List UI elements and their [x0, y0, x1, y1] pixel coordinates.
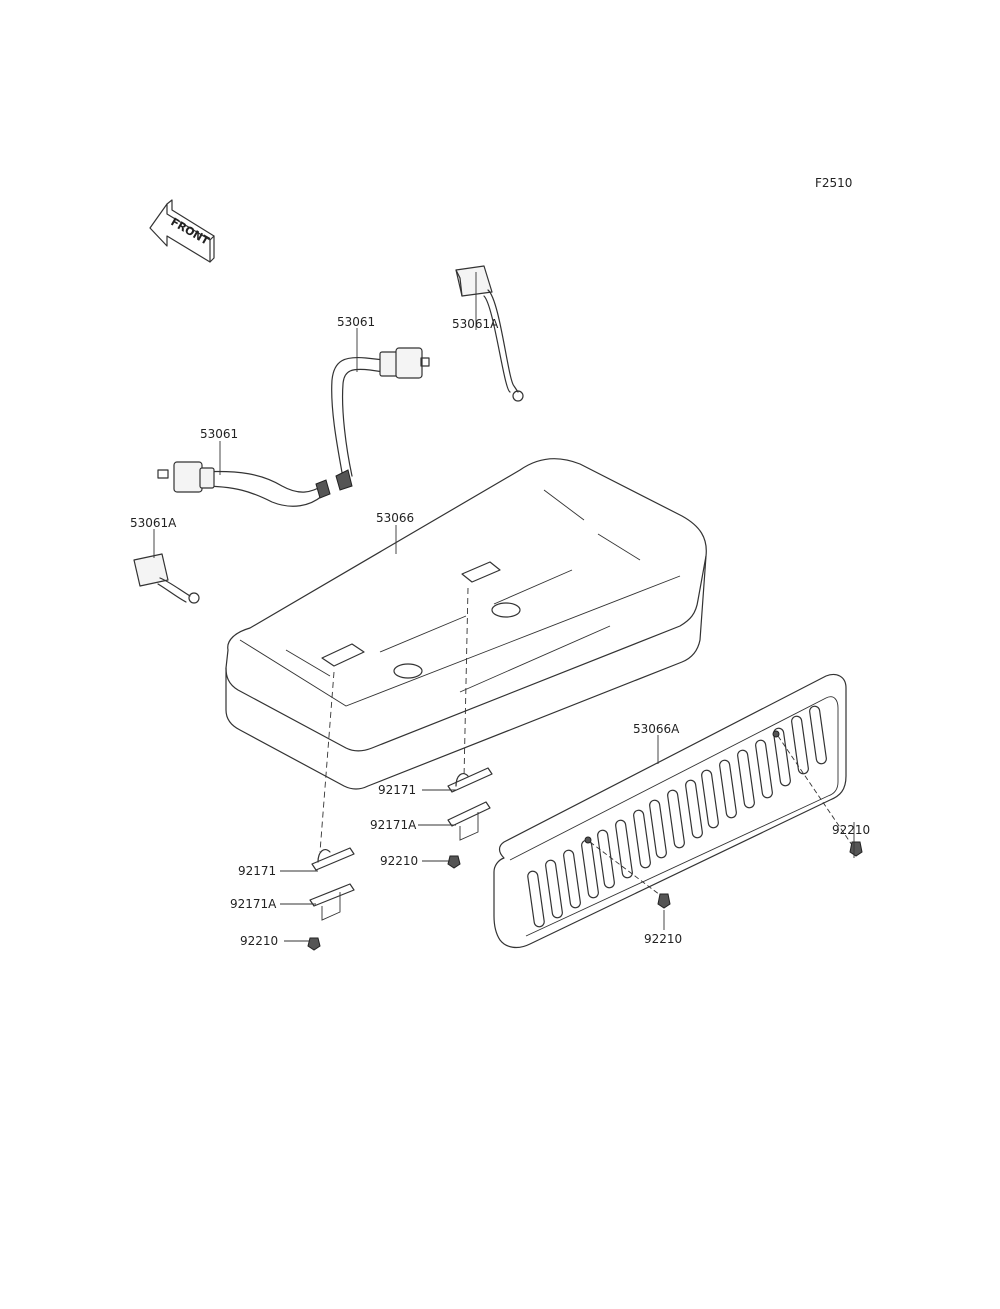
figure-code: F2510	[815, 176, 852, 190]
front-arrow-icon: FRONT	[149, 199, 215, 263]
part-label-92171A-left: 92171A	[230, 897, 277, 911]
part-label-92171-left: 92171	[238, 864, 276, 878]
part-label-53061-lh: 53061	[200, 427, 238, 441]
plate-left	[309, 883, 355, 921]
part-label-53066: 53066	[376, 511, 414, 525]
buckle-lower-left	[133, 553, 200, 604]
seat-belt-upper	[331, 347, 430, 491]
part-label-92171A-right: 92171A	[370, 818, 417, 832]
part-label-53061A-lh: 53061A	[130, 516, 177, 530]
part-label-92210-back-left: 92210	[644, 932, 682, 946]
bracket-left	[311, 847, 355, 871]
seat-cushion	[225, 458, 707, 790]
nut-back-right-icon	[849, 841, 863, 857]
part-label-92210-right: 92210	[380, 854, 418, 868]
assembly-guide-lines	[319, 587, 469, 853]
plate-right	[447, 801, 491, 841]
part-label-92210-left: 92210	[240, 934, 278, 948]
front-arrow-label: FRONT	[169, 215, 212, 248]
backrest-vents	[527, 705, 827, 928]
buckle-upper-right	[455, 265, 524, 402]
leader-lines	[153, 272, 855, 942]
nut-back-left-icon	[657, 893, 671, 909]
part-label-53061A-rh: 53061A	[452, 317, 499, 331]
bracket-right	[447, 767, 493, 793]
part-label-92171-right: 92171	[378, 783, 416, 797]
seat-backrest	[493, 673, 855, 949]
part-label-53066A: 53066A	[633, 722, 680, 736]
nut-left-icon	[307, 937, 321, 951]
nut-right-icon	[447, 855, 461, 869]
seat-belt-lower	[157, 461, 331, 507]
part-label-53061-rh: 53061	[337, 315, 375, 329]
part-label-92210-back-right: 92210	[832, 823, 870, 837]
